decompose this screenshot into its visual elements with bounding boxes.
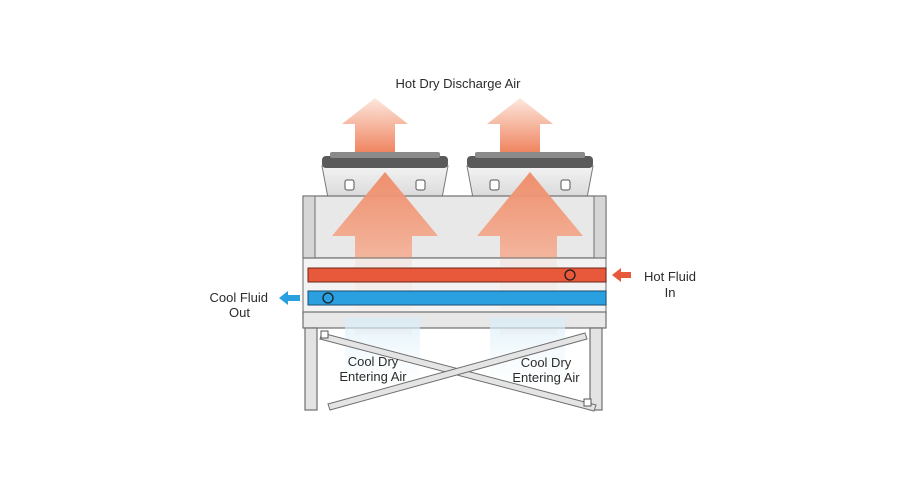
cool-fluid-out-arrow-icon bbox=[279, 291, 300, 305]
entering-air-right-line2: Entering Air bbox=[512, 370, 580, 385]
support-legs bbox=[304, 327, 603, 411]
hot-fluid-inlet-port bbox=[564, 269, 576, 281]
entering-air-left-line2: Entering Air bbox=[339, 369, 407, 384]
hot-fluid-label-line2: In bbox=[664, 285, 676, 300]
entering-air-right-line1: Cool Dry bbox=[520, 355, 572, 370]
cool-fluid-outlet-port bbox=[322, 292, 334, 304]
cool-fluid-label-line2: Out bbox=[229, 305, 250, 320]
coil-section bbox=[302, 257, 607, 315]
discharge-arrow-left bbox=[342, 98, 408, 156]
entering-air-left-line1: Cool Dry bbox=[347, 354, 399, 369]
hot-fluid-in-arrow-icon bbox=[612, 268, 631, 282]
hot-fluid-label-line1: Hot Fluid bbox=[643, 269, 697, 284]
cool-fluid-label-line1: Cool Fluid bbox=[209, 290, 268, 305]
discharge-air-label: Hot Dry Discharge Air bbox=[395, 76, 521, 91]
cross-brace bbox=[319, 330, 597, 412]
discharge-arrow-right bbox=[487, 98, 553, 156]
